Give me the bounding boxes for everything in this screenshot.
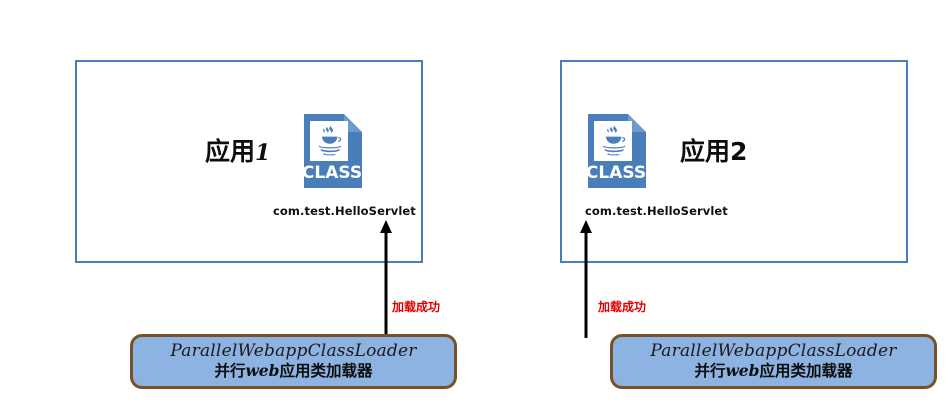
classloader-2-subtitle-pre: 并行 [694, 361, 726, 380]
load-arrow-1 [379, 220, 393, 338]
app-1-label-number: 1 [255, 139, 271, 166]
classloader-2-title: ParallelWebappClassLoader [650, 341, 897, 362]
app-2-label-number: 2 [730, 136, 748, 166]
app-container-2: CLASS 应用2 com.test.HelloServlet [560, 60, 908, 263]
app-2-label: 应用2 [680, 139, 747, 164]
app-2-label-text: 应用 [680, 136, 731, 166]
load-status-1: 加载成功 [392, 300, 441, 314]
class-name-2: com.test.HelloServlet [585, 204, 728, 218]
classloader-1-title: ParallelWebappClassLoader [170, 341, 417, 362]
app-2-content-row: CLASS 应用2 [586, 112, 747, 190]
classloader-2-subtitle: 并行web应用类加载器 [694, 362, 852, 380]
load-status-2: 加载成功 [598, 300, 647, 314]
class-icon-label: CLASS [586, 163, 646, 183]
classloader-1-subtitle-pre: 并行 [214, 361, 246, 380]
java-class-file-icon: CLASS [302, 112, 364, 190]
java-class-file-icon: CLASS [586, 112, 648, 190]
classloader-1-subtitle-post: 应用类加载器 [279, 361, 373, 380]
class-name-1: com.test.HelloServlet [273, 204, 416, 218]
classloader-box-2: ParallelWebappClassLoader 并行web应用类加载器 [610, 334, 937, 389]
classloader-2-subtitle-latin: web [725, 360, 760, 380]
app-1-label: 应用1 [205, 139, 270, 164]
classloader-1-subtitle: 并行web应用类加载器 [214, 362, 372, 380]
classloader-2-subtitle-post: 应用类加载器 [759, 361, 853, 380]
class-icon-label: CLASS [302, 163, 362, 183]
app-container-1: 应用1 [75, 60, 423, 263]
load-arrow-2 [579, 220, 593, 338]
app-1-label-text: 应用 [205, 136, 256, 166]
app-1-content-row: 应用1 [205, 112, 364, 190]
classloader-1-subtitle-latin: web [245, 360, 280, 380]
classloader-box-1: ParallelWebappClassLoader 并行web应用类加载器 [130, 334, 457, 389]
